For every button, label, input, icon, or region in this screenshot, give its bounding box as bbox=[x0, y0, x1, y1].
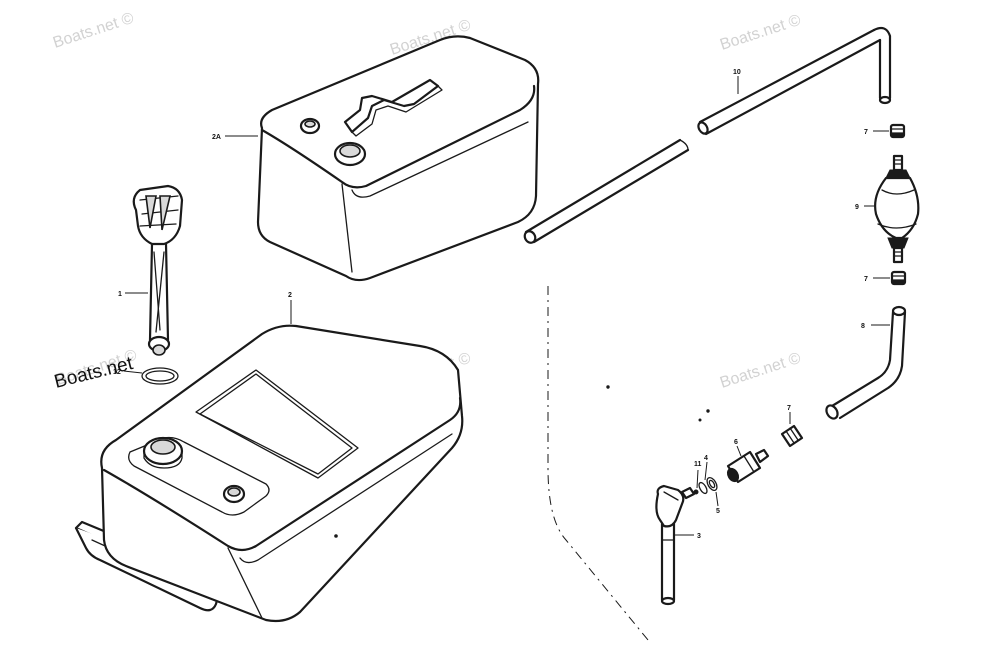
fuel-tank-2 bbox=[74, 324, 464, 623]
filter-screen-11 bbox=[693, 489, 699, 495]
leader-11 bbox=[696, 469, 699, 489]
callout-12: 12 bbox=[113, 369, 121, 376]
primer-bulb-9 bbox=[874, 154, 920, 264]
callout-4: 4 bbox=[704, 455, 708, 462]
fuel-hose-10 bbox=[523, 26, 892, 244]
fuel-gauge-1 bbox=[132, 184, 184, 356]
watermark-mid-right: Boats.net © bbox=[718, 350, 803, 392]
leader-6 bbox=[736, 445, 742, 457]
callout-8: 8 bbox=[861, 323, 865, 330]
callout-1: 1 bbox=[118, 291, 122, 298]
fuel-tank-2a bbox=[256, 35, 540, 282]
fuel-hose-8 bbox=[825, 305, 907, 420]
callout-7-middle: 7 bbox=[864, 276, 868, 283]
o-ring-5 bbox=[706, 476, 718, 492]
leader-4 bbox=[704, 461, 708, 481]
o-ring-4 bbox=[698, 481, 708, 495]
callout-6: 6 bbox=[734, 439, 738, 446]
connector-6 bbox=[726, 448, 770, 484]
callout-5: 5 bbox=[716, 508, 720, 515]
hose-clamp-7-middle bbox=[890, 270, 907, 286]
callout-9: 9 bbox=[855, 204, 859, 211]
watermark-top-left: Boats.net © bbox=[51, 10, 136, 52]
fuel-pickup-3 bbox=[655, 484, 696, 606]
hose-clamp-7-lower bbox=[780, 424, 804, 448]
callout-10: 10 bbox=[733, 69, 741, 76]
leader-5 bbox=[715, 491, 719, 507]
watermark-top-right: Boats.net © bbox=[718, 12, 803, 54]
callout-11: 11 bbox=[694, 461, 702, 468]
callout-3: 3 bbox=[697, 533, 701, 540]
assembly-centerline bbox=[547, 286, 649, 641]
callout-7-lower: 7 bbox=[787, 405, 791, 412]
o-ring-12 bbox=[141, 367, 179, 385]
hose-clamp-7-top bbox=[889, 123, 906, 139]
callout-2: 2 bbox=[288, 292, 292, 299]
leader-12 bbox=[123, 370, 143, 374]
callout-7-top: 7 bbox=[864, 129, 868, 136]
callout-2a: 2A bbox=[212, 134, 221, 141]
